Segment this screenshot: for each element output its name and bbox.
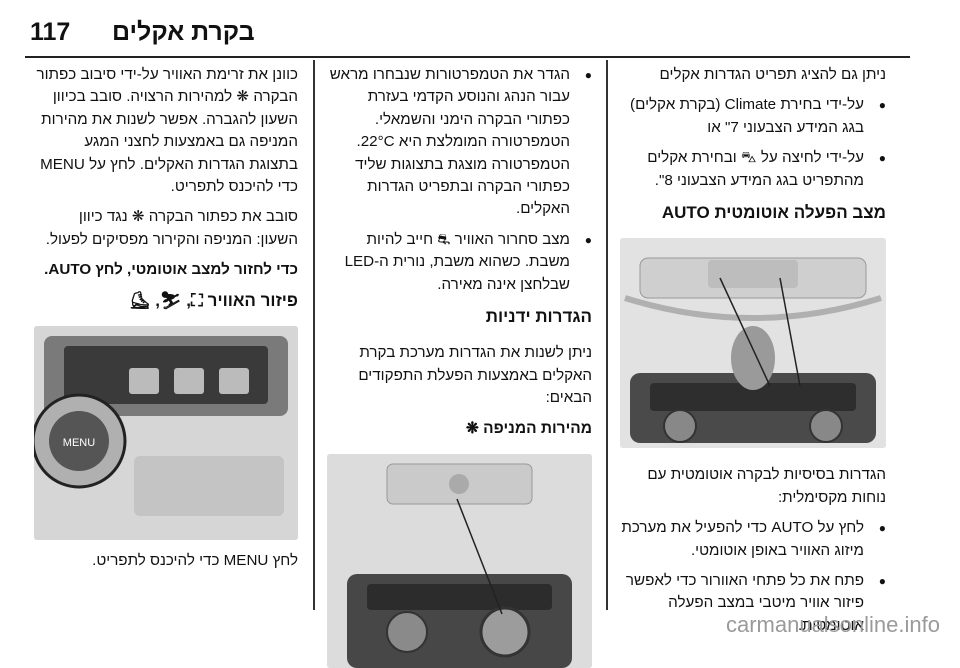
bullet-climate-7: על-ידי בחירת Climate (בקרת אקלים) בגג המ… <box>620 94 886 139</box>
fan-adjust-paragraph: כוונן את זרימת האוויר על-ידי סיבוב כפתור… <box>36 66 298 196</box>
page-title: בקרת אקלים <box>112 18 255 46</box>
footer-watermark: carmanualsonline.info <box>725 612 940 637</box>
page-header: 117 בקרת אקלים <box>0 6 960 58</box>
bullet-set-temperature: הגדר את הטמפרטורות שנבחרו מראש עבור הנהג… <box>327 64 592 221</box>
climate-panel-illustration <box>620 238 886 449</box>
svg-text:MENU: MENU <box>63 437 95 449</box>
manual-settings-description: ניתן לשנות את הגדרות מערכת בקרת האקלים ב… <box>358 344 592 407</box>
bullet-press-auto: לחץ על AUTO כדי להפעיל את מערכת מיזוג הא… <box>620 517 886 562</box>
auto-button-photo <box>620 238 886 449</box>
manual-settings-heading: הגדרות ידניות <box>485 307 592 327</box>
bullet-open-vents: פתח את כל פתחי האוורור כדי לאפשר פיזור א… <box>620 570 886 637</box>
auto-mode-heading: מצב הפעלה אוטומטית AUTO <box>661 203 886 223</box>
fan-knob-photo <box>327 454 592 668</box>
return-auto-paragraph: כדי לחזור למצב אוטומטי, לחץ AUTO. <box>44 261 298 279</box>
fan-panel-illustration <box>327 454 592 668</box>
bullet-recirculation: מצב סחרור האוויר ⛐ חייב להיות משבת. כשהו… <box>327 229 592 296</box>
fan-off-paragraph: סובב את כפתור הבקרה ❋ נגד כיוון השעון: ה… <box>45 208 298 248</box>
air-distribution-heading: פיזור האוויר ⛶, ⛷, ⛸ <box>128 290 298 310</box>
column-middle: הגדר את הטמפרטורות שנבחרו מראש עבור הנהג… <box>327 64 592 668</box>
header-rule <box>25 56 910 58</box>
column-divider-left <box>313 60 315 610</box>
menu-button-photo: MENU <box>34 326 298 541</box>
column-divider-right <box>606 60 608 610</box>
column-right: ניתן גם להציג תפריט הגדרות אקלים על-ידי … <box>620 64 886 645</box>
bullet-climate-8: על-ידי לחיצה על ⛍ ובחירת אקלים מהתפריט ב… <box>620 147 886 192</box>
auto-mode-description: הגדרות בסיסיות לבקרה אוטומטית עם נוחות מ… <box>647 466 886 506</box>
menu-caption: לחץ MENU כדי להיכנס לתפריט. <box>92 552 298 570</box>
column-left: כוונן את זרימת האוויר על-ידי סיבוב כפתור… <box>34 64 298 580</box>
menu-panel-illustration: MENU <box>34 326 298 541</box>
climate-menu-intro: ניתן גם להציג תפריט הגדרות אקלים <box>659 66 886 83</box>
fan-speed-heading: מהירות המניפה ❋ <box>465 419 592 437</box>
page-number: 117 <box>30 18 71 46</box>
